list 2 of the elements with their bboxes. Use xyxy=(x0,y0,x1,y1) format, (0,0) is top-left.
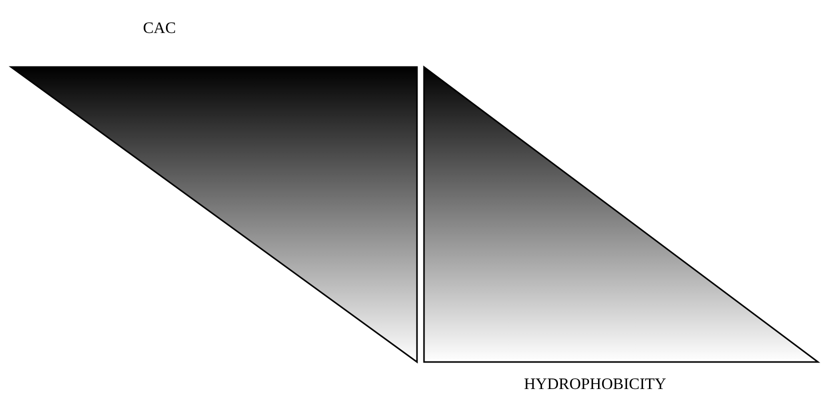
axis-label: HYDROPHOBICITY xyxy=(524,376,666,394)
axis-label: CAC xyxy=(143,20,176,38)
